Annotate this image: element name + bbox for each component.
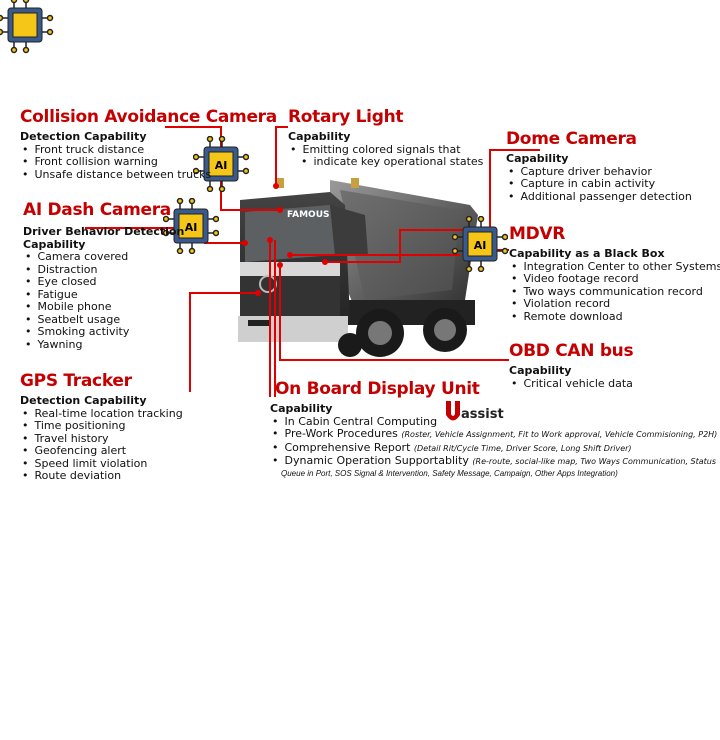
- list-item: Travel history: [20, 432, 183, 446]
- list-item: In Cabin Central Computing: [270, 415, 717, 429]
- ai-chip-dash: AI: [162, 197, 220, 259]
- section-title: Dome Camera: [506, 129, 637, 149]
- list-item: indicate key operational states: [288, 155, 484, 169]
- list-item: Comprehensive Report (Detail Rit/Cycle T…: [270, 441, 717, 456]
- list-item: Mobile phone: [23, 300, 184, 314]
- gps-tracker-section: GPS Tracker Detection Capability Real-ti…: [20, 371, 183, 483]
- section-title: On Board Display Unit: [275, 379, 480, 399]
- section-title: GPS Tracker: [20, 371, 132, 391]
- truck-brand: FAMOUS: [287, 210, 329, 220]
- list-item: Seatbelt usage: [23, 313, 184, 327]
- svg-text:AI: AI: [474, 239, 487, 252]
- list-item: Yawning: [23, 338, 184, 352]
- list-item: Real-time location tracking: [20, 407, 183, 421]
- section-subtitle: Capability: [270, 402, 333, 415]
- note-continued: Queue in Port, SOS Signal & Intervention…: [281, 468, 618, 478]
- list-item: Additional passenger detection: [506, 190, 692, 204]
- rotary-light-section: Rotary Light Capability Emitting colored…: [288, 107, 483, 169]
- section-subtitle: Capability as a Black Box: [509, 247, 665, 260]
- list-item: Capture in cabin activity: [506, 177, 692, 191]
- list-item: Critical vehicle data: [509, 377, 633, 391]
- list-item: Geofencing alert: [20, 444, 183, 458]
- list-item: Unsafe distance between trucks: [20, 168, 277, 182]
- list-item: Capture driver behavior: [506, 165, 692, 179]
- section-subtitle: Detection Capability: [20, 394, 147, 407]
- list-item: Time positioning: [20, 419, 183, 433]
- ai-chip-icon: [0, 0, 54, 54]
- section-title: MDVR: [509, 224, 566, 244]
- list-item: Video footage record: [509, 272, 720, 286]
- section-title: OBD CAN bus: [509, 341, 634, 361]
- svg-text:AI: AI: [185, 221, 198, 234]
- list-item: Eye closed: [23, 275, 184, 289]
- section-subtitle: Detection Capability: [20, 130, 147, 143]
- list-item: Route deviation: [20, 469, 183, 483]
- section-subtitle: Capability: [506, 152, 569, 165]
- list-item: Integration Center to other Systems: [509, 260, 720, 274]
- list-item: Distraction: [23, 263, 184, 277]
- list-item: Remote download: [509, 310, 720, 324]
- on-board-display-section: On Board Display Unit Capability In Cabi…: [270, 379, 717, 479]
- section-title: AI Dash Camera: [23, 200, 171, 220]
- list-item: Front collision warning: [20, 155, 277, 169]
- section-title: Collision Avoidance Camera: [20, 107, 277, 127]
- list-item: Fatigue: [23, 288, 184, 302]
- list-item: Front truck distance: [20, 143, 277, 157]
- list-item: Dynamic Operation Supportablity (Re-rout…: [270, 454, 717, 469]
- list-item: Two ways communication record: [509, 285, 720, 299]
- section-subtitle: Capability: [23, 237, 86, 251]
- section-subtitle: Capability: [509, 364, 572, 377]
- ai-chip-mdvr: AI: [451, 215, 509, 277]
- uassist-u-icon: [446, 401, 460, 421]
- obd-can-bus-section: OBD CAN bus Capability Critical vehicle …: [509, 341, 634, 391]
- section-subtitle: Capability: [288, 130, 351, 143]
- dome-camera-section: Dome Camera Capability Capture driver be…: [506, 129, 692, 203]
- list-item: Violation record: [509, 297, 720, 311]
- mdvr-section: MDVR Capability as a Black Box Integrati…: [509, 224, 720, 323]
- list-item: Smoking activity: [23, 325, 184, 339]
- list-item: Emitting colored signals that: [288, 143, 483, 157]
- uassist-logo: assist: [445, 400, 504, 422]
- collision-avoidance-section: Collision Avoidance Camera Detection Cap…: [20, 107, 277, 181]
- list-item: Camera covered: [23, 250, 184, 264]
- section-title: Rotary Light: [288, 107, 404, 127]
- list-item: Pre-Work Procedures (Roster, Vehicle Ass…: [270, 427, 718, 442]
- section-subtitle: Driver Behavior Detection: [23, 225, 185, 238]
- ai-dash-camera-section: AI Dash Camera Driver Behavior Detection…: [23, 200, 184, 351]
- list-item: Speed limit violation: [20, 457, 183, 471]
